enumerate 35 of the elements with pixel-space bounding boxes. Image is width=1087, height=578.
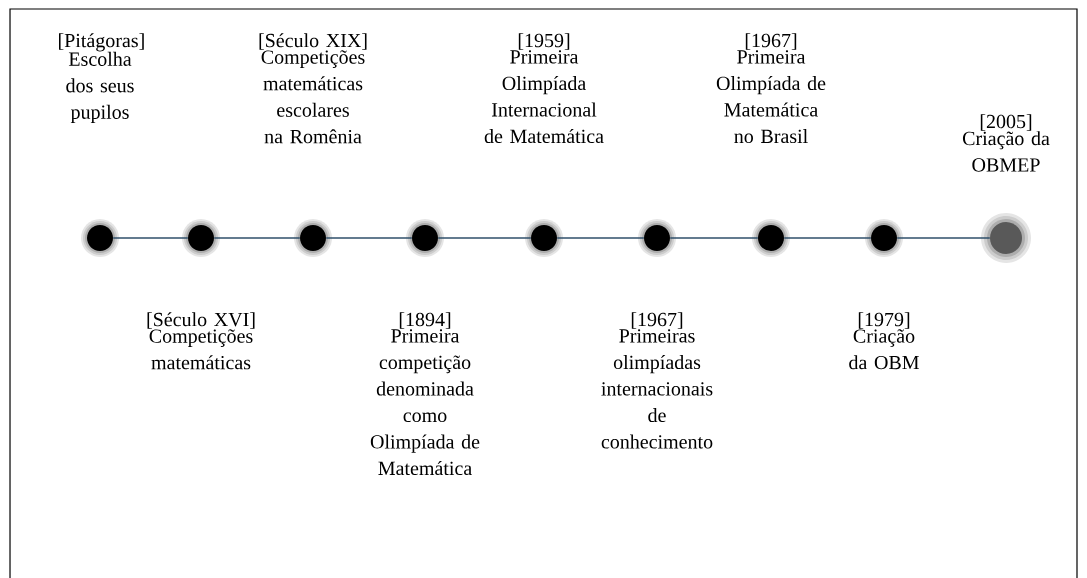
event-text: Criação da OBM: [849, 329, 919, 370]
timeline-line: [783, 237, 872, 239]
event-text: Primeira competição denominada como Olimpíada de Matemática: [370, 329, 480, 476]
timeline-line: [213, 237, 301, 239]
date-label: [1979]: [858, 312, 910, 329]
timeline-line: [896, 237, 991, 239]
date-label: [Pitágoras]: [59, 33, 144, 52]
event-text: Competições matemáticas: [149, 329, 253, 370]
timeline-dot: [182, 219, 220, 257]
timeline-dot: [525, 219, 563, 257]
date-label: [2005]: [980, 114, 1032, 131]
event-text: Escolha dos seus pupilos: [66, 51, 134, 123]
date-label: [1967]: [745, 33, 797, 50]
event-text: Primeira Olimpíada Internacional de Matemática: [484, 50, 604, 144]
date-label: [Século XIX]: [259, 33, 367, 50]
date-label: [1967]: [631, 312, 683, 329]
timeline-dot: [981, 213, 1031, 263]
timeline-dot: [81, 219, 119, 257]
timeline-dot: [406, 219, 444, 257]
event-text: Primeiras olimpíadas internacionais de conhecimento: [601, 329, 713, 449]
timeline-dot: [865, 219, 903, 257]
timeline-line: [669, 237, 759, 239]
event-text: Primeira Olimpíada de Matemática no Brasil: [716, 50, 826, 144]
date-label: [1894]: [399, 312, 451, 329]
timeline-line: [437, 237, 532, 239]
timeline-line: [556, 237, 645, 239]
date-label: [1959]: [518, 33, 570, 50]
timeline-dot: [294, 219, 332, 257]
date-label: [Século XVI]: [147, 312, 255, 329]
event-text: Criação da OBMEP: [962, 131, 1050, 172]
event-text: Competições matemáticas escolares na Romênia: [261, 50, 365, 144]
timeline-dot: [752, 219, 790, 257]
timeline-line: [325, 237, 413, 239]
timeline-line: [112, 237, 189, 239]
timeline-dot: [638, 219, 676, 257]
